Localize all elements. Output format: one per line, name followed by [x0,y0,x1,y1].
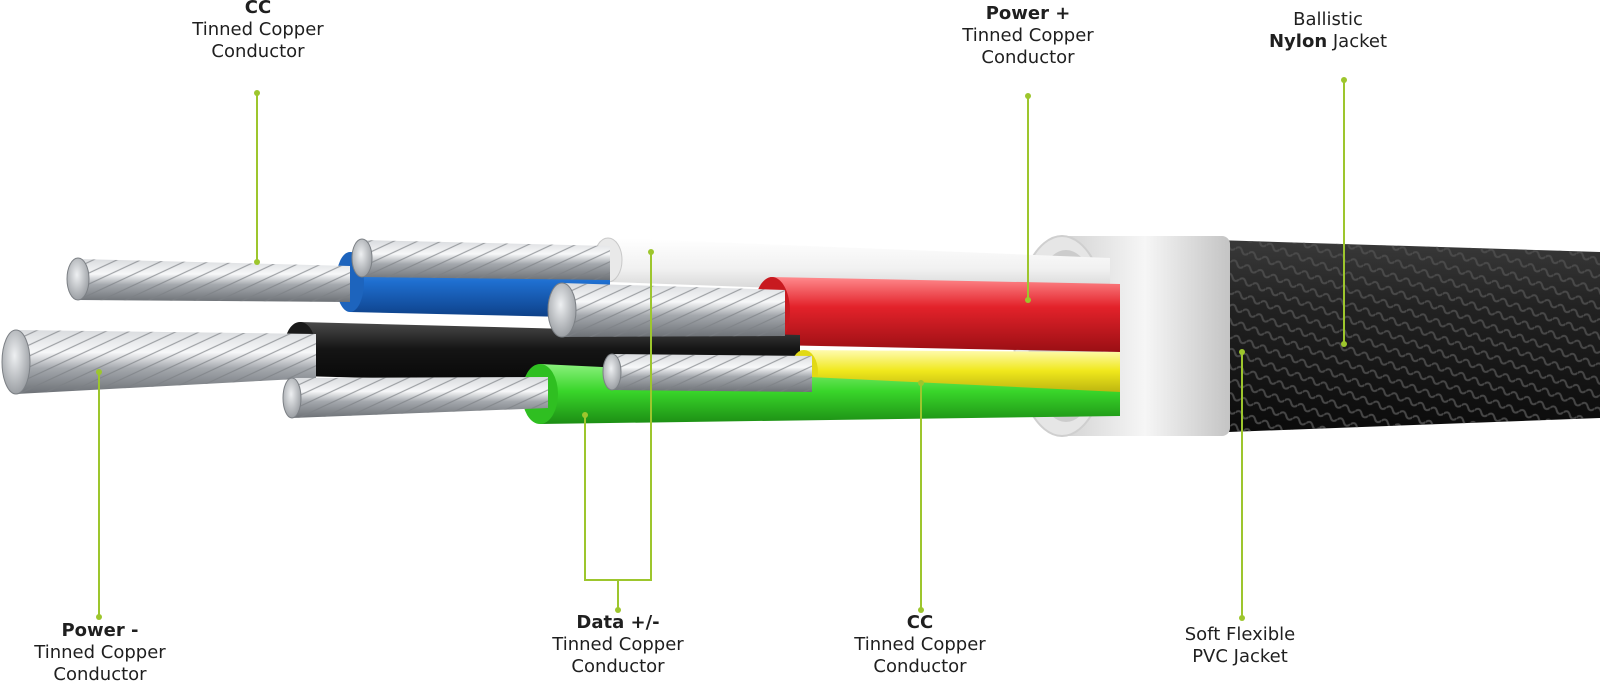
leader-power-minus [96,369,102,620]
label-cc-top-title: CC [244,0,272,18]
label-cc-bottom-line1: Tinned Copper [854,634,986,655]
conductor-cc-top [66,257,350,302]
label-power-plus-line1: Tinned Copper [962,25,1094,46]
label-nylon-jacket: Ballistic Nylon Jacket [1228,9,1428,53]
label-power-minus-line1: Tinned Copper [34,642,166,663]
leader-cc-top [254,90,260,265]
label-cc-bottom-title: CC [906,612,934,633]
conductor-data-minus [282,377,548,419]
label-data: Data +/- Tinned Copper Conductor [518,612,718,678]
label-power-plus-title: Power + [985,3,1071,24]
label-cc-bottom-line2: Conductor [873,656,967,677]
conductor-power-plus [547,282,785,338]
conductor-data-plus [351,238,610,280]
label-pvc-line1: Soft Flexible [1184,624,1296,645]
label-power-minus-line2: Conductor [53,664,147,685]
conductor-power-minus [1,329,316,395]
label-nylon-line2: Nylon Jacket [1228,31,1428,53]
label-pvc-line2: PVC Jacket [1192,646,1288,667]
label-cc-top-line1: Tinned Copper [192,19,324,40]
leader-power-plus [1025,93,1031,303]
label-cc-bottom: CC Tinned Copper Conductor [820,612,1020,678]
leader-data [582,249,654,613]
label-power-minus: Power - Tinned Copper Conductor [0,620,200,686]
label-power-plus-line2: Conductor [981,47,1075,68]
label-power-minus-title: Power - [61,620,139,641]
label-data-title: Data +/- [576,612,660,633]
leader-nylon [1341,77,1347,347]
leader-pvc [1239,349,1245,621]
label-nylon-bold: Nylon [1268,31,1328,52]
label-nylon-rest: Jacket [1327,31,1388,52]
leader-cc-bottom [918,380,924,613]
label-power-plus: Power + Tinned Copper Conductor [923,3,1133,69]
label-nylon-line1: Ballistic [1293,9,1363,30]
label-cc-top: CC Tinned Copper Conductor [158,0,358,63]
label-data-line1: Tinned Copper [552,634,684,655]
label-data-line2: Conductor [571,656,665,677]
nylon-jacket [1150,238,1600,435]
label-pvc-jacket: Soft Flexible PVC Jacket [1140,624,1340,668]
conductor-cc-bottom [602,353,812,392]
label-cc-top-line2: Conductor [211,41,305,62]
red-wire [754,277,1120,352]
